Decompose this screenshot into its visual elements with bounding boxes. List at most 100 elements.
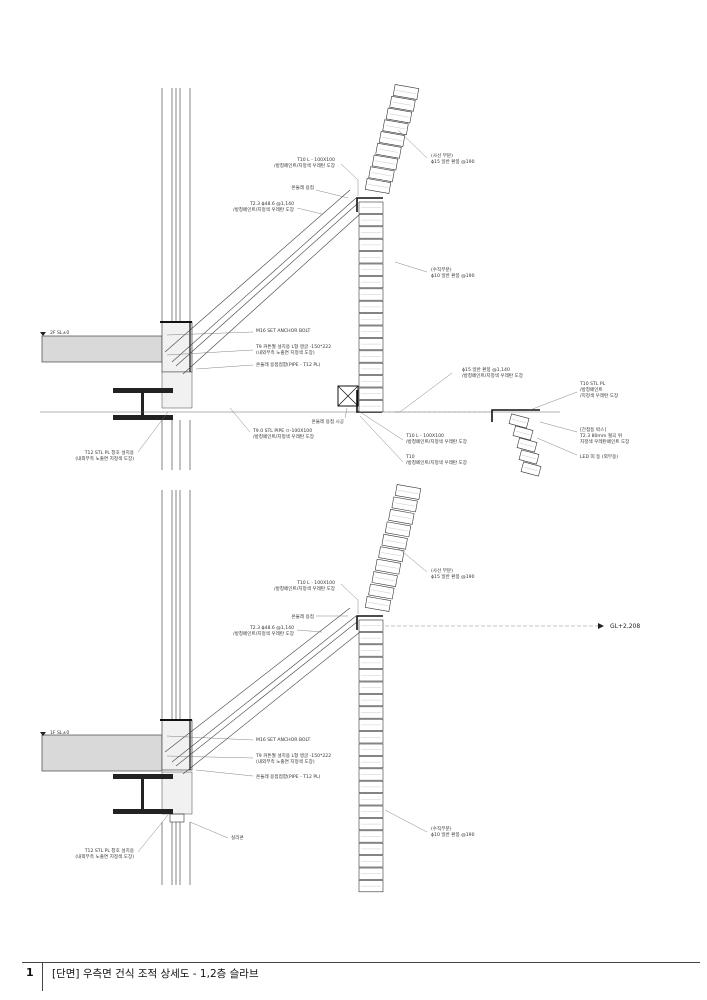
label-signbox-1: [간접등 박스] xyxy=(580,426,606,433)
brick-joint xyxy=(385,125,406,130)
label-t12pl-1-lower: T12 STL PL 창호 설치용 xyxy=(84,847,134,854)
label-angle-2: /방청페인트/지정색 우레탄 도장 xyxy=(274,162,336,169)
label-weld-pipe-lower: 온둘레 용접접합(PIPE - T12 PL) xyxy=(256,773,321,780)
label-rod-1140-2: /방청페인트/지정색 우레탄 도장 xyxy=(462,372,524,379)
brick-column-diagonal-upper xyxy=(364,84,420,194)
leader-lines-upper xyxy=(137,129,578,463)
brick-joint xyxy=(375,160,395,165)
brick-joint xyxy=(396,90,416,94)
label-t12pl-1: T12 STL PL 창호 설치용 xyxy=(84,449,134,456)
annotations-upper: (사선 부분) ϕ15 일반 환봉 @190 T10 L - 100X100 /… xyxy=(75,152,630,466)
brick-joint xyxy=(371,589,392,594)
brick-column-diagonal-lower xyxy=(364,484,422,612)
label-diagonal-rod-1: (사선 부분) xyxy=(431,152,453,159)
leader-lines-lower xyxy=(137,547,428,853)
brick-joint xyxy=(516,431,530,435)
brick-joint xyxy=(368,184,388,188)
label-angle-1: T10 L - 100X100 xyxy=(296,157,335,163)
label-diagonal-rod-2-lower: ϕ15 일반 환봉 @190 xyxy=(431,573,475,580)
gl-label: GL+2,208 xyxy=(610,623,640,630)
label-curtain-angle-2-lower: (내외부측 노출면 지정색 도장) xyxy=(256,758,315,765)
footer-separator xyxy=(42,963,43,991)
label-weld: 온둘레 용접 xyxy=(291,184,314,191)
label-angle-1-lower: T10 L - 100X100 xyxy=(296,580,335,586)
square-pipe-upper xyxy=(337,385,359,407)
brick-joint xyxy=(368,602,388,606)
label-diagonal-rod-2: ϕ15 일반 환봉 @190 xyxy=(431,158,475,165)
canopy-right xyxy=(383,409,542,477)
label-curtain-angle-1: T9 커튼월 설치용 L형 앵글 -150*222 xyxy=(255,343,331,350)
diagonal-pipe-upper xyxy=(164,189,361,375)
label-t12pl-2-lower: (내외부측 노출면 지정색 도장) xyxy=(75,853,134,860)
label-pipe-2: /방청페인트/지정색 우레탄 도장 xyxy=(233,206,295,213)
brick-joint xyxy=(524,467,538,471)
page-number: 1 xyxy=(26,966,34,979)
label-angle-lower-1: T10 L - 100X100 xyxy=(405,433,444,439)
label-stl-pipe-1: T9.0 STL PIPE ㅁ-100X100 xyxy=(252,428,312,434)
brick-joint xyxy=(512,419,526,423)
footer-rule xyxy=(22,962,700,963)
label-vertical-rod-2: ϕ10 일반 환봉 @190 xyxy=(431,272,475,279)
brick-joint xyxy=(378,564,398,569)
label-sealant: 실리콘 xyxy=(231,834,244,841)
level-label-1f: 1F SL±0 xyxy=(50,730,69,736)
floor-slab-1f xyxy=(41,719,193,823)
label-stl-pipe-2: /방청페인트/지정색 우레탄 도장 xyxy=(253,433,315,440)
label-curtain-angle-2: (내외부측 노출면 지정색 도장) xyxy=(256,349,315,356)
label-signbox-2: T2.3 80mm 절곡 위 xyxy=(579,432,622,439)
label-vertical-rod-1-lower: (수직부분) xyxy=(431,825,452,832)
label-curtain-angle-1-lower: T9 커튼월 설치용 L형 앵글 -150*222 xyxy=(255,752,331,759)
brick-joint xyxy=(384,539,405,544)
upper-section: 2F SL±0 xyxy=(40,84,630,477)
brick-joint xyxy=(522,455,536,459)
brick-joint xyxy=(374,577,395,581)
label-vertical-rod-1: (수직부분) xyxy=(431,266,452,273)
label-pipe-1: T2.3 ϕ48.6 @1,140 xyxy=(249,201,294,207)
label-vertical-rod-2-lower: ϕ10 일반 환봉 @190 xyxy=(431,831,475,838)
label-t12pl-2: (내외부측 노출면 지정색 도장) xyxy=(75,455,134,462)
label-t10pl-3: /지정색 우레탄 도장 xyxy=(580,392,619,399)
label-t10pl-1: T10 STL PL xyxy=(579,381,606,387)
label-weld-pipe: 온둘레 용접접합(PIPE - T12 PL) xyxy=(256,361,321,368)
angle-lower-top xyxy=(356,615,383,630)
label-angle-lower-2: /방청페인트/지정색 우레탄 도장 xyxy=(406,438,468,445)
brick-joint xyxy=(378,148,399,153)
label-pipe-1-lower: T2.3 ϕ48.6 @1,140 xyxy=(249,625,294,631)
label-t10pl-2: /방청페인트 xyxy=(580,386,603,393)
curtain-wall-lower xyxy=(161,490,191,885)
label-weld-site: 온둘레 용접 시공 xyxy=(311,418,344,425)
label-anchor-lower: M16 SET ANCHOR BOLT xyxy=(256,737,310,743)
curtain-wall-upper xyxy=(161,88,191,470)
lower-section: 1F SL±0 GL+2,208 xyxy=(40,484,640,893)
level-marker-1f: 1F SL±0 xyxy=(40,730,69,736)
angle-upper-top xyxy=(356,197,383,212)
brick-joint xyxy=(398,490,418,494)
brick-joint xyxy=(391,515,412,519)
brick-joint xyxy=(381,552,402,557)
label-t10-2: /방청페인트/지정색 우레탄 도장 xyxy=(406,459,468,466)
steel-beam-2f xyxy=(113,388,173,420)
steel-beam-1f xyxy=(113,774,173,814)
label-weld-lower: 온둘레 용접 xyxy=(291,613,314,620)
brick-joint xyxy=(388,527,408,532)
brick-joint xyxy=(394,502,415,507)
brick-joint xyxy=(389,113,409,118)
brick-joint xyxy=(392,101,413,106)
brick-joint xyxy=(520,443,534,447)
level-marker-2f: 2F SL±0 xyxy=(40,330,69,336)
brick-column-canopy xyxy=(508,413,542,477)
gl-marker: GL+2,208 xyxy=(385,623,640,630)
annotations-lower: (사선 부분) ϕ15 일반 환봉 @190 T10 L - 100X100 /… xyxy=(75,567,474,860)
label-diagonal-rod-1-lower: (사선 부분) xyxy=(431,567,453,574)
label-t10-1: T10 xyxy=(405,454,415,460)
label-led: LED 띠 등 (외부용) xyxy=(580,453,618,460)
brick-joint xyxy=(371,172,392,177)
brick-column-vertical-lower xyxy=(358,619,384,893)
label-anchor: M16 SET ANCHOR BOLT xyxy=(256,328,310,334)
label-signbox-3: 지정색 우레탄페인트 도장 xyxy=(580,438,630,445)
brick-joint xyxy=(382,137,402,141)
level-label-2f: 2F SL±0 xyxy=(50,330,69,336)
label-angle-2-lower: /방청페인트/지정색 우레탄 도장 xyxy=(274,585,336,592)
page-title: [단면] 우측면 건식 조적 상세도 - 1,2층 슬라브 xyxy=(52,968,259,980)
